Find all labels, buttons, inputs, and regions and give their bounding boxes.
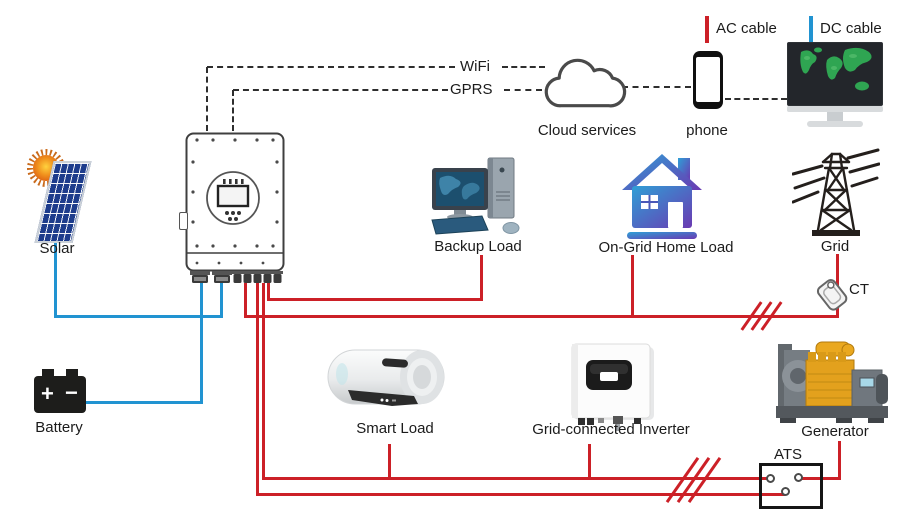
wifi-drop-line: [206, 67, 208, 131]
battery-plus-sign: +: [41, 381, 54, 406]
battery-label: Battery: [35, 419, 83, 436]
wire-smart-load-drop: [388, 444, 391, 480]
wire-grid-riser: [244, 283, 247, 318]
wire-upper-bus-riser: [262, 283, 265, 480]
smart-load-label: Smart Load: [356, 420, 434, 437]
wire-backup-stub: [267, 283, 270, 301]
battery-minus-sign: −: [65, 380, 78, 405]
wire-solar-down: [54, 240, 57, 317]
inverter-connectors: [190, 271, 283, 283]
grid-tower-icon: [792, 148, 880, 236]
phone-icon: [693, 51, 723, 109]
phone-screen: [696, 57, 720, 102]
wire-lower-bus-riser: [256, 283, 259, 496]
cloud-phone-dash-line: [622, 86, 691, 88]
phone-notch: [704, 53, 712, 55]
wire-backup-drop: [480, 255, 483, 301]
dc-cable-legend-swatch: [809, 16, 813, 43]
ats-box: [759, 463, 823, 509]
backup-load-icon: [431, 157, 520, 235]
ac-cable-legend-swatch: [705, 16, 709, 43]
wire-upper-bus: [262, 477, 770, 480]
wire-generator-drop: [838, 441, 841, 480]
battery-terminal: [66, 369, 78, 378]
wire-gci-drop: [588, 444, 591, 480]
wire-battery-across: [84, 401, 203, 404]
ats-label: ATS: [773, 446, 803, 463]
gprs-drop-line: [232, 90, 234, 131]
home-load-icon: [622, 154, 702, 239]
wire-solar-across: [54, 315, 223, 318]
grid-label: Grid: [820, 238, 850, 255]
gprs-dash-line-2: [504, 89, 542, 91]
home-load-label: On-Grid Home Load: [598, 239, 734, 256]
phone-monitor-dash-line: [725, 98, 787, 100]
backup-load-label: Backup Load: [434, 238, 522, 255]
wire-battery-riser: [200, 283, 203, 404]
ats-terminal: [781, 487, 790, 496]
smart-load-icon: [327, 349, 445, 406]
wire-home-load-drop: [631, 255, 634, 317]
phone-label: phone: [686, 122, 728, 139]
generator-icon: [776, 341, 888, 423]
wifi-dash-line-2: [502, 66, 545, 68]
monitor-icon: [787, 42, 883, 127]
ct-clamp-icon: [816, 279, 848, 311]
battery-icon: + −: [34, 376, 86, 413]
hybrid-inverter-icon: [185, 132, 285, 283]
wire-solar-riser: [220, 283, 223, 318]
inverter-mount-bracket: [179, 212, 188, 230]
grid-connected-inverter-icon: [571, 343, 654, 431]
wifi-dash-line: [207, 66, 455, 68]
wire-backup-across: [267, 298, 483, 301]
ats-terminal: [794, 473, 803, 482]
wifi-label: WiFi: [460, 58, 490, 75]
wire-lower-bus: [256, 493, 785, 496]
ct-label: CT: [849, 281, 869, 298]
ats-terminal: [766, 474, 775, 483]
cloud-icon: [544, 58, 627, 108]
wire-grid-bus: [244, 315, 839, 318]
gprs-label: GPRS: [450, 81, 493, 98]
grid-connected-inverter-label: Grid-connected Inverter: [532, 421, 690, 438]
ac-cable-legend-label: AC cable: [716, 20, 777, 37]
generator-label: Generator: [801, 423, 869, 440]
battery-terminal: [42, 369, 54, 378]
cloud-services-label: Cloud services: [537, 122, 637, 139]
dc-cable-legend-label: DC cable: [820, 20, 882, 37]
solar-label: Solar: [39, 240, 75, 257]
gprs-dash-line: [233, 89, 448, 91]
